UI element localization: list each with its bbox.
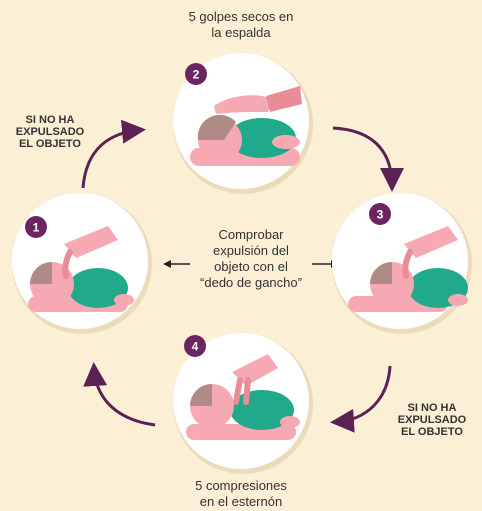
condition-right-line-2: EXPULSADO (397, 414, 467, 426)
step-3-badge: 3 (369, 203, 391, 225)
arrow-2-to-3 (332, 126, 404, 192)
step-4-number: 4 (192, 340, 199, 354)
step-4-caption: 5 compresiones en el esternón (166, 478, 316, 510)
condition-right-line-3: EL OBJETO (401, 426, 463, 438)
arrow-4-to-1 (83, 362, 156, 427)
step-3-number: 3 (377, 208, 384, 222)
condition-left: SI NO HA EXPULSADO EL OBJETO (10, 114, 90, 150)
step-1-circle (12, 193, 152, 334)
step-2-circle (173, 53, 313, 194)
step-4-badge: 4 (184, 335, 206, 357)
step-2-caption-line-2: la espalda (211, 25, 271, 40)
condition-right: SI NO HA EXPULSADO EL OBJETO (392, 402, 472, 438)
step-3-circle (332, 193, 472, 334)
center-instruction: Comprobar expulsión del objeto con el “d… (188, 227, 314, 291)
condition-left-line-3: EL OBJETO (19, 138, 81, 150)
condition-right-line-1: SI NO HA (407, 402, 457, 414)
center-instruction-line-2: expulsión del (213, 243, 289, 258)
step-4-caption-line-1: 5 compresiones (195, 478, 287, 493)
condition-left-line-1: SI NO HA (25, 114, 75, 126)
center-instruction-line-1: Comprobar (218, 227, 284, 242)
arrow-1-to-2 (81, 119, 146, 189)
center-instruction-line-4: “dedo de gancho” (200, 275, 302, 290)
center-arrow-left (163, 260, 190, 268)
step-1-number: 1 (33, 221, 40, 235)
step-2-caption: 5 golpes secos en la espalda (166, 9, 316, 41)
arrow-3-to-4 (330, 365, 392, 433)
center-instruction-line-3: objeto con el (214, 259, 288, 274)
step-2-caption-line-1: 5 golpes secos en (188, 9, 294, 24)
step-1-badge: 1 (25, 216, 47, 238)
step-2-badge: 2 (185, 63, 207, 85)
step-4-caption-line-2: en el esternón (199, 494, 283, 509)
condition-left-line-2: EXPULSADO (15, 126, 85, 138)
step-4-circle (173, 333, 313, 474)
step-2-number: 2 (193, 68, 200, 82)
